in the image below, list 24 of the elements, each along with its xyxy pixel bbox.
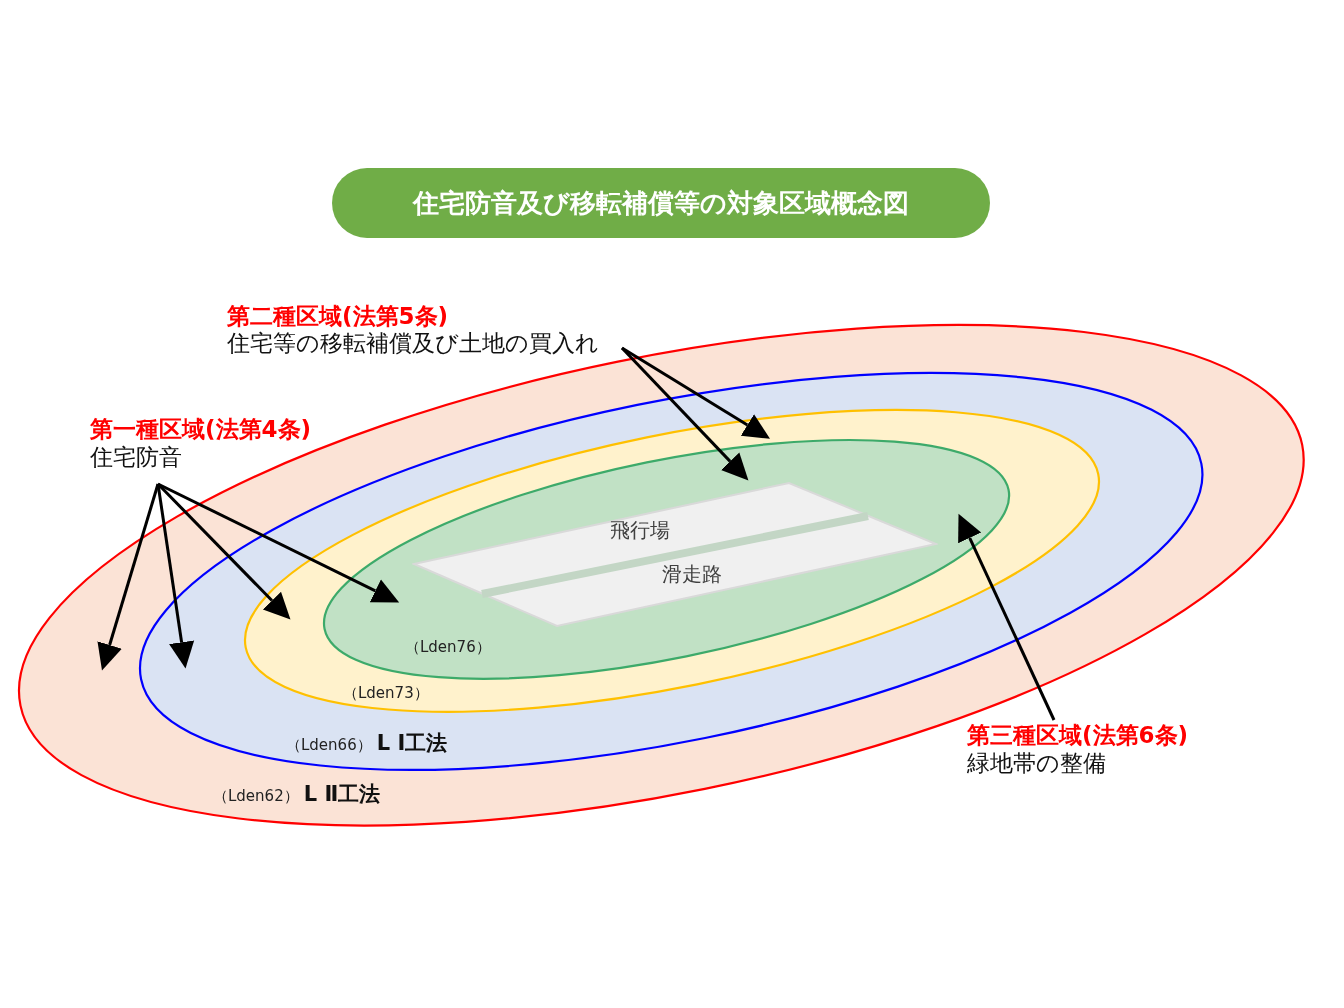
arrow xyxy=(97,483,160,671)
noise-level-label: （Lden66） xyxy=(286,736,372,755)
airfield-area xyxy=(411,480,938,629)
airfield-label: 飛行場 xyxy=(609,517,670,542)
zone-heading: 第一種区域(法第4条) xyxy=(90,416,312,444)
measure-text: 住宅等の移転補償及び土地の買入れ xyxy=(227,330,599,358)
measure-text: 緑地帯の整備 xyxy=(967,750,1106,778)
arrow xyxy=(156,483,195,669)
title-banner: 住宅防音及び移転補償等の対象区域概念図 xyxy=(332,168,990,238)
noise-level-label: （Lden62） xyxy=(213,787,299,806)
arrow xyxy=(621,346,770,439)
noise-level-label: （Lden76） xyxy=(404,637,491,656)
arrow xyxy=(156,482,291,620)
zone-heading: 第三種区域(法第6条) xyxy=(967,722,1189,750)
method-label: L Ⅱ工法 xyxy=(303,782,381,808)
noise-level-label: （Lden73） xyxy=(342,683,429,702)
arrow xyxy=(620,346,749,481)
arrow xyxy=(958,513,1056,721)
zone-heading: 第二種区域(法第5条) xyxy=(227,303,449,331)
zone-ellipse xyxy=(322,437,1012,681)
method-label: L Ⅰ工法 xyxy=(376,731,448,757)
arrow xyxy=(157,482,400,603)
runway-label: 滑走路 xyxy=(661,561,722,586)
measure-text: 住宅防音 xyxy=(90,444,182,472)
